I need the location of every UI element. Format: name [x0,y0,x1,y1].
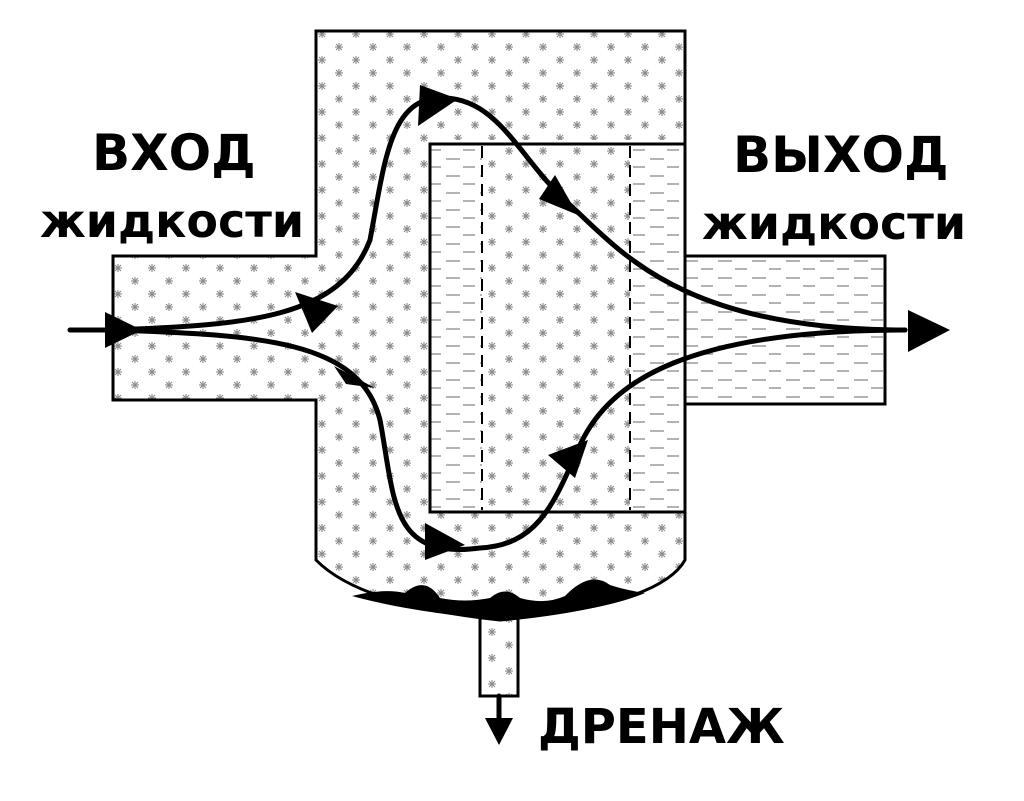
housing-fill [113,31,685,620]
upper-flow-arrow-icon [295,292,338,333]
upper-right-arrow-icon [539,175,578,215]
drain-arrow-icon [485,718,513,745]
sediment [352,579,645,620]
inlet-arrow-icon [105,312,142,348]
lower-right-arrow-icon [548,440,588,478]
outlet-label-line1: ВЫХОД [733,126,949,184]
upper-top-arrow-icon [418,85,458,126]
outlet-label-line2: жидкости [702,196,967,250]
outlet-arrow-icon [908,310,950,352]
lower-flow-arrow-icon [334,366,375,388]
outlet-clean-fill [630,144,885,512]
filter-cartridge-outline [428,142,687,514]
inlet-label-line1: ВХОД [92,124,256,182]
drain-label: ДРЕНАЖ [538,699,785,755]
lower-bottom-arrow-icon [425,523,465,560]
cartridge-clean-left [430,144,482,512]
inlet-label-line2: жидкости [40,194,305,248]
drain-pipe-fill [480,618,518,696]
lower-flow-path [109,327,908,552]
